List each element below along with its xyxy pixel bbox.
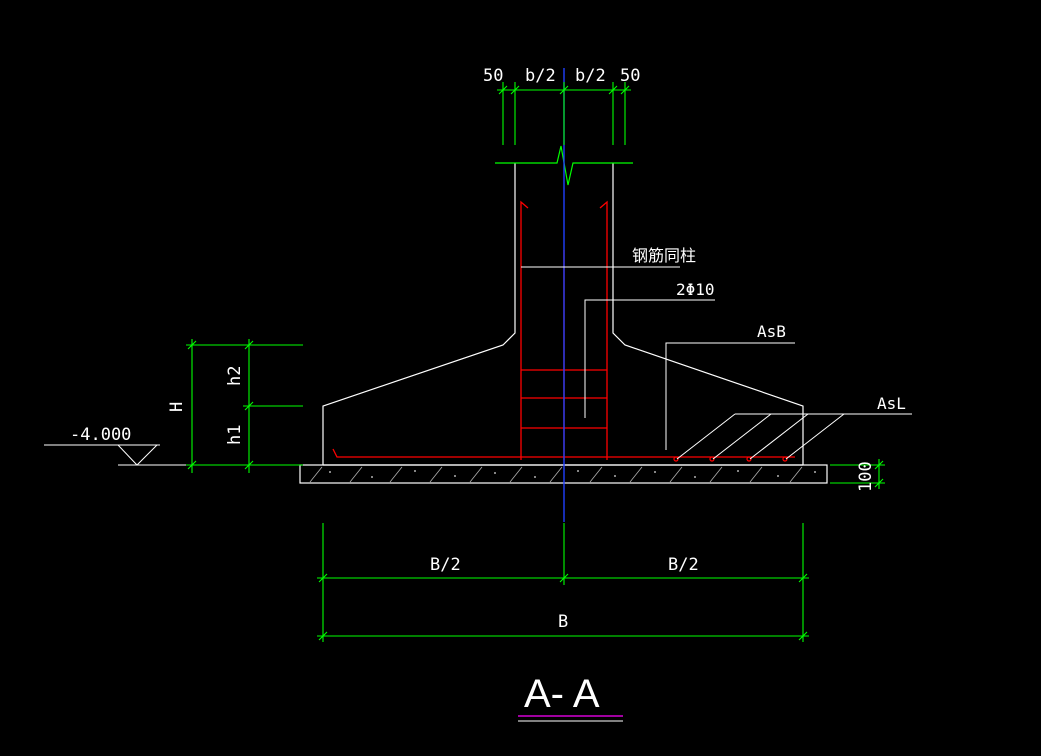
pad-thickness-dimension bbox=[830, 459, 885, 489]
label-stirrup: 2Φ10 bbox=[676, 280, 715, 299]
dim-bottom-total: B bbox=[558, 612, 568, 632]
column-bar-left bbox=[520, 200, 529, 460]
elevation-label: -4.000 bbox=[70, 425, 131, 445]
footing-outline bbox=[322, 163, 804, 466]
top-dimensions bbox=[497, 82, 631, 145]
elevation-marker bbox=[44, 444, 186, 466]
dim-left-half-b: b/2 bbox=[525, 66, 556, 86]
dim-left-cover: 50 bbox=[483, 66, 503, 86]
dim-lower-height: h1 bbox=[225, 425, 245, 445]
dim-total-height: H bbox=[167, 402, 187, 412]
leader-lines bbox=[521, 266, 912, 460]
height-dimensions bbox=[186, 339, 303, 473]
distribution-bars bbox=[673, 456, 788, 462]
dim-bottom-right-half: B/2 bbox=[668, 555, 699, 575]
pad-thickness-label: 100 bbox=[856, 461, 876, 492]
dim-right-half-b: b/2 bbox=[575, 66, 606, 86]
dim-upper-height: h2 bbox=[225, 366, 245, 386]
label-rebar-asl: AsL bbox=[877, 394, 906, 413]
column-bar-right bbox=[599, 200, 608, 460]
dim-right-cover: 50 bbox=[620, 66, 640, 86]
dim-bottom-left-half: B/2 bbox=[430, 555, 461, 575]
label-column-rebar: 钢筋同柱 bbox=[632, 246, 696, 265]
bottom-dimensions bbox=[317, 523, 809, 642]
section-title: A- A bbox=[524, 672, 600, 716]
label-rebar-asb: AsB bbox=[757, 322, 786, 341]
bottom-bar-asb bbox=[332, 448, 795, 458]
